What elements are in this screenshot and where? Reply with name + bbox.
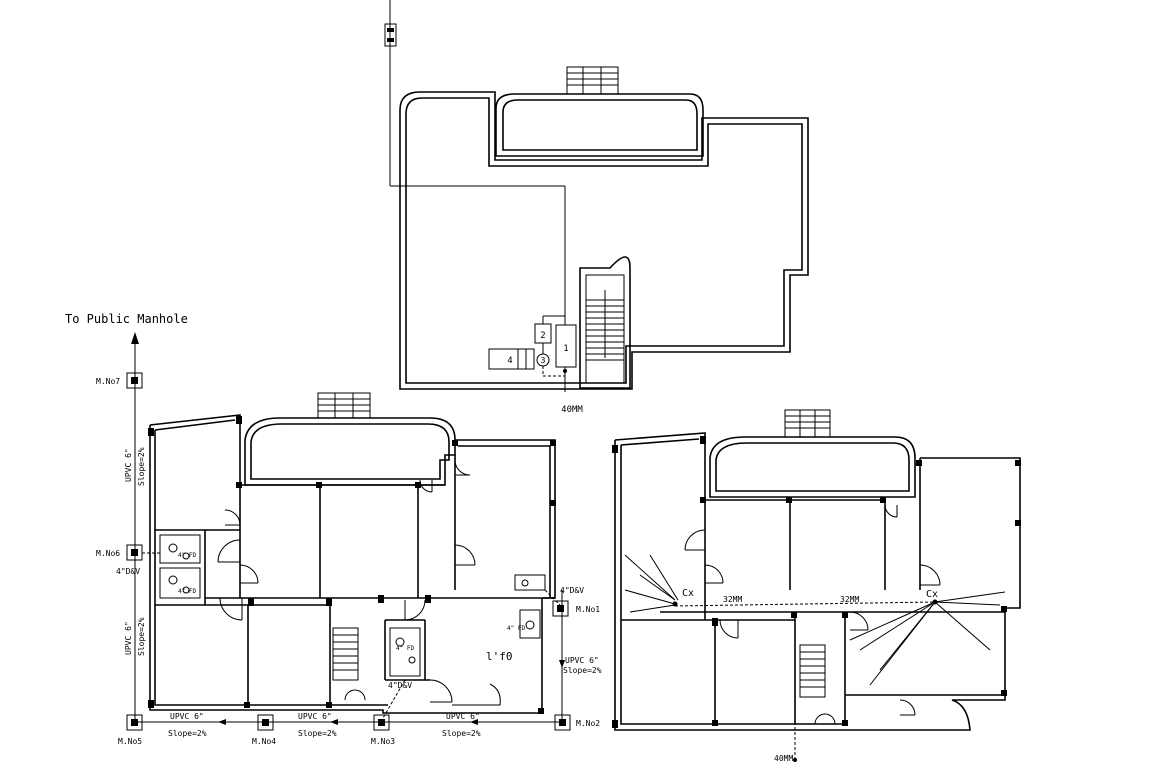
manhole-4: M.No4	[252, 714, 276, 746]
svg-text:UPVC 6": UPVC 6"	[170, 712, 204, 721]
svg-text:M.No7: M.No7	[96, 377, 120, 386]
svg-text:M.No4: M.No4	[252, 737, 276, 746]
site-pipe-size: 40MM	[561, 405, 583, 415]
svg-text:M.No2: M.No2	[576, 719, 600, 728]
manhole-2: M.No2	[554, 714, 600, 731]
drainage-plan: To Public Manhole M.No7 M.No6 M.No5 M.No…	[65, 312, 602, 746]
svg-text:4" FD: 4" FD	[507, 625, 525, 632]
manhole-7: M.No7	[96, 372, 143, 389]
svg-text:UPVC 6": UPVC 6"	[298, 712, 332, 721]
svg-text:3: 3	[541, 356, 546, 365]
svg-text:Slope=2%: Slope=2%	[137, 617, 146, 656]
manhole-3: M.No3	[371, 714, 395, 746]
service-marker	[384, 23, 397, 47]
cx-label-2: Cx	[926, 589, 938, 600]
svg-text:Slope=2%: Slope=2%	[442, 729, 481, 738]
site-plan: 1 2 3 4 40MM	[384, 0, 809, 415]
svg-text:4"D&V: 4"D&V	[388, 681, 412, 690]
svg-text:2: 2	[540, 331, 545, 341]
manhole-1: M.No1	[552, 600, 600, 617]
svg-text:Slope=2%: Slope=2%	[168, 729, 207, 738]
svg-text:M.No6: M.No6	[96, 549, 120, 558]
cx-label-1: Cx	[682, 588, 694, 599]
svg-text:l'f0: l'f0	[486, 650, 513, 663]
svg-text:4" FD: 4" FD	[178, 588, 196, 595]
page-title: To Public Manhole	[65, 312, 188, 326]
svg-text:UPVC 6": UPVC 6"	[565, 656, 599, 665]
svg-text:Slope=2%: Slope=2%	[298, 729, 337, 738]
svg-text:M.No1: M.No1	[576, 605, 600, 614]
svg-text:4"D&V: 4"D&V	[560, 586, 584, 595]
svg-text:4" FD: 4" FD	[178, 552, 196, 559]
svg-text:M.No5: M.No5	[118, 737, 142, 746]
wall-columns	[148, 416, 1021, 728]
pipe-size-1: 32MM	[723, 595, 742, 604]
manhole-5: M.No5	[118, 714, 143, 746]
svg-text:Slope=2%: Slope=2%	[563, 666, 602, 675]
svg-text:4"D&V: 4"D&V	[116, 567, 140, 576]
plumbing-plan: Cx Cx 32MM 32MM 40MM	[614, 409, 1021, 763]
svg-text:4: 4	[507, 356, 512, 366]
svg-text:UPVC 6": UPVC 6"	[124, 621, 133, 655]
svg-text:Slope=2%: Slope=2%	[137, 447, 146, 486]
svg-text:1: 1	[563, 344, 568, 354]
svg-text:UPVC 6": UPVC 6"	[446, 712, 480, 721]
tank-1	[555, 324, 577, 368]
svg-text:UPVC 6": UPVC 6"	[124, 448, 133, 482]
bottom-pipe-size: 40MM	[774, 754, 793, 763]
svg-text:M.No3: M.No3	[371, 737, 395, 746]
pipe-size-2: 32MM	[840, 595, 859, 604]
unit-4	[488, 348, 535, 370]
svg-text:4" FD: 4" FD	[396, 645, 414, 652]
